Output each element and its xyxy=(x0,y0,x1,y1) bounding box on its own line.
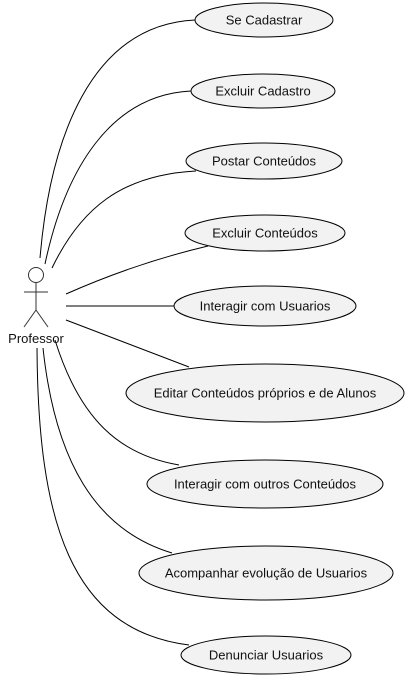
use-case-acompanhar-evolucao[interactable]: Acompanhar evolução de Usuarios xyxy=(138,545,394,601)
actor-right-leg xyxy=(35,309,49,328)
use-case-ellipse xyxy=(146,459,384,509)
use-case-label: Denunciar Usuarios xyxy=(209,648,324,663)
actor-head xyxy=(28,267,44,283)
use-case-ellipse xyxy=(184,214,346,252)
association-denunciar-usuarios xyxy=(36,347,190,646)
use-case-label: Postar Conteúdos xyxy=(212,154,317,169)
use-case-postar-conteudos[interactable]: Postar Conteúdos xyxy=(185,142,343,180)
use-case-label: Excluir Conteúdos xyxy=(212,226,318,241)
use-case-label: Se Cadastrar xyxy=(226,13,303,28)
association-se-cadastrar xyxy=(39,19,196,259)
association-acompanhar-evolucao xyxy=(42,347,173,554)
use-case-interagir-com-usuarios[interactable]: Interagir com Usuarios xyxy=(173,285,357,327)
use-case-ellipse xyxy=(185,142,343,180)
use-case-editar-conteudos[interactable]: Editar Conteúdos próprios e de Alunos xyxy=(125,363,405,423)
association-editar-conteudos xyxy=(65,319,190,368)
use-case-denunciar-usuarios[interactable]: Denunciar Usuarios xyxy=(180,635,352,675)
use-case-interagir-com-outros-conteudos[interactable]: Interagir com outros Conteúdos xyxy=(146,459,384,509)
use-case-label: Editar Conteúdos próprios e de Alunos xyxy=(154,386,377,401)
use-case-ellipse xyxy=(194,2,334,38)
use-case-se-cadastrar[interactable]: Se Cadastrar xyxy=(194,2,334,38)
associations xyxy=(36,19,209,646)
association-excluir-conteudos xyxy=(65,245,209,295)
actor-professor[interactable]: Professor xyxy=(8,267,64,347)
actor-label: Professor xyxy=(8,331,64,346)
use-case-ellipse xyxy=(173,285,357,327)
use-case-label: Interagir com outros Conteúdos xyxy=(174,477,357,492)
use-case-excluir-conteudos[interactable]: Excluir Conteúdos xyxy=(184,214,346,252)
use-case-label: Interagir com Usuarios xyxy=(200,299,331,314)
use-case-label: Excluir Cadastro xyxy=(215,84,310,99)
use-case-excluir-cadastro[interactable]: Excluir Cadastro xyxy=(190,73,336,109)
use-case-label: Acompanhar evolução de Usuarios xyxy=(165,566,368,581)
association-postar-conteudos xyxy=(51,170,197,269)
use-case-ellipse xyxy=(190,73,336,109)
actor-left-leg xyxy=(23,309,37,328)
use-case-ellipse xyxy=(180,635,352,675)
use-case-ellipse xyxy=(138,545,394,601)
use-case-ellipse xyxy=(125,363,405,423)
association-interagir-conteudos xyxy=(54,339,180,466)
association-excluir-cadastro xyxy=(44,90,192,265)
